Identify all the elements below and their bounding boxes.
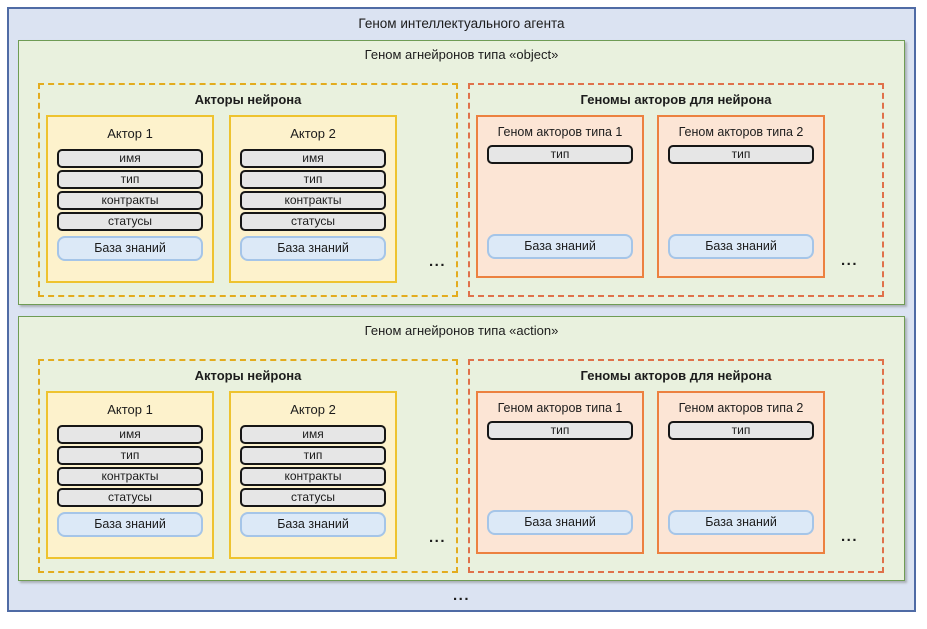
- field-tip: тип: [240, 446, 386, 465]
- section-object-title: Геном агнейронов типа «object»: [364, 47, 559, 62]
- field-tip: тип: [487, 145, 633, 164]
- actors-group: Акторы нейрона Актор 1 имя тип контракты…: [38, 83, 458, 297]
- actors-group-title: Акторы нейрона: [194, 368, 302, 383]
- actor-card-1: Актор 1 имя тип контракты статусы База з…: [46, 115, 214, 283]
- genome-card-1: Геном акторов типа 1 тип База знаний: [476, 115, 644, 278]
- actor-card-2: Актор 2 имя тип контракты статусы База з…: [229, 391, 397, 559]
- agent-genome-box: Геном интеллектуального агента Геном агн…: [7, 7, 916, 612]
- genome-fields: тип: [478, 421, 642, 442]
- actor-fields: имя тип контракты статусы: [231, 149, 395, 231]
- actor-card-1: Актор 1 имя тип контракты статусы База з…: [46, 391, 214, 559]
- field-imya: имя: [240, 149, 386, 168]
- actor-fields: имя тип контракты статусы: [48, 425, 212, 507]
- spacer: [659, 442, 823, 505]
- genome-card-title: Геном акторов типа 2: [678, 125, 804, 139]
- field-statusy: статусы: [57, 212, 203, 231]
- more-sections-ellipsis: ...: [452, 587, 470, 604]
- genome-card-1: Геном акторов типа 1 тип База знаний: [476, 391, 644, 554]
- genomes-group: Геномы акторов для нейрона Геном акторов…: [468, 83, 884, 297]
- field-tip: тип: [668, 421, 814, 440]
- knowledge-base-chip: База знаний: [487, 510, 633, 535]
- actors-group: Акторы нейрона Актор 1 имя тип контракты…: [38, 359, 458, 573]
- genome-card-2: Геном акторов типа 2 тип База знаний: [657, 391, 825, 554]
- genomes-cards-row: Геном акторов типа 1 тип База знаний Ген…: [470, 107, 882, 278]
- agent-genome-title: Геном интеллектуального агента: [358, 16, 565, 31]
- more-genomes-ellipsis: ...: [840, 252, 858, 269]
- actor-card-title: Актор 2: [290, 126, 336, 141]
- field-kontrakty: контракты: [57, 467, 203, 486]
- actors-cards-row: Актор 1 имя тип контракты статусы База з…: [40, 383, 456, 559]
- field-kontrakty: контракты: [240, 467, 386, 486]
- knowledge-base-chip: База знаний: [240, 512, 386, 537]
- actor-card-title: Актор 1: [107, 126, 153, 141]
- genome-fields: тип: [659, 421, 823, 442]
- field-tip: тип: [487, 421, 633, 440]
- field-tip: тип: [57, 446, 203, 465]
- field-tip: тип: [240, 170, 386, 189]
- section-action-title: Геном агнейронов типа «action»: [364, 323, 559, 338]
- genome-fields: тип: [659, 145, 823, 166]
- genomes-group-title: Геномы акторов для нейрона: [580, 92, 772, 107]
- field-kontrakty: контракты: [240, 191, 386, 210]
- genomes-group: Геномы акторов для нейрона Геном акторов…: [468, 359, 884, 573]
- more-actors-ellipsis: ...: [428, 529, 446, 546]
- field-statusy: статусы: [240, 212, 386, 231]
- field-imya: имя: [240, 425, 386, 444]
- field-statusy: статусы: [57, 488, 203, 507]
- genome-fields: тип: [478, 145, 642, 166]
- more-actors-ellipsis: ...: [428, 253, 446, 270]
- field-imya: имя: [57, 425, 203, 444]
- actor-card-title: Актор 1: [107, 402, 153, 417]
- knowledge-base-chip: База знаний: [668, 234, 814, 259]
- field-tip: тип: [57, 170, 203, 189]
- genome-card-2: Геном акторов типа 2 тип База знаний: [657, 115, 825, 278]
- actors-group-title: Акторы нейрона: [194, 92, 302, 107]
- field-imya: имя: [57, 149, 203, 168]
- field-kontrakty: контракты: [57, 191, 203, 210]
- section-action: Геном агнейронов типа «action» Акторы не…: [18, 316, 905, 581]
- actor-fields: имя тип контракты статусы: [231, 425, 395, 507]
- knowledge-base-chip: База знаний: [487, 234, 633, 259]
- genome-card-title: Геном акторов типа 1: [497, 125, 623, 139]
- actor-card-2: Актор 2 имя тип контракты статусы База з…: [229, 115, 397, 283]
- field-statusy: статусы: [240, 488, 386, 507]
- knowledge-base-chip: База знаний: [668, 510, 814, 535]
- knowledge-base-chip: База знаний: [57, 512, 203, 537]
- genome-card-title: Геном акторов типа 1: [497, 401, 623, 415]
- actor-card-title: Актор 2: [290, 402, 336, 417]
- field-tip: тип: [668, 145, 814, 164]
- spacer: [659, 166, 823, 229]
- section-object: Геном агнейронов типа «object» Акторы не…: [18, 40, 905, 305]
- knowledge-base-chip: База знаний: [57, 236, 203, 261]
- more-genomes-ellipsis: ...: [840, 528, 858, 545]
- spacer: [478, 442, 642, 505]
- actors-cards-row: Актор 1 имя тип контракты статусы База з…: [40, 107, 456, 283]
- genomes-cards-row: Геном акторов типа 1 тип База знаний Ген…: [470, 383, 882, 554]
- actor-fields: имя тип контракты статусы: [48, 149, 212, 231]
- genome-card-title: Геном акторов типа 2: [678, 401, 804, 415]
- spacer: [478, 166, 642, 229]
- genomes-group-title: Геномы акторов для нейрона: [580, 368, 772, 383]
- knowledge-base-chip: База знаний: [240, 236, 386, 261]
